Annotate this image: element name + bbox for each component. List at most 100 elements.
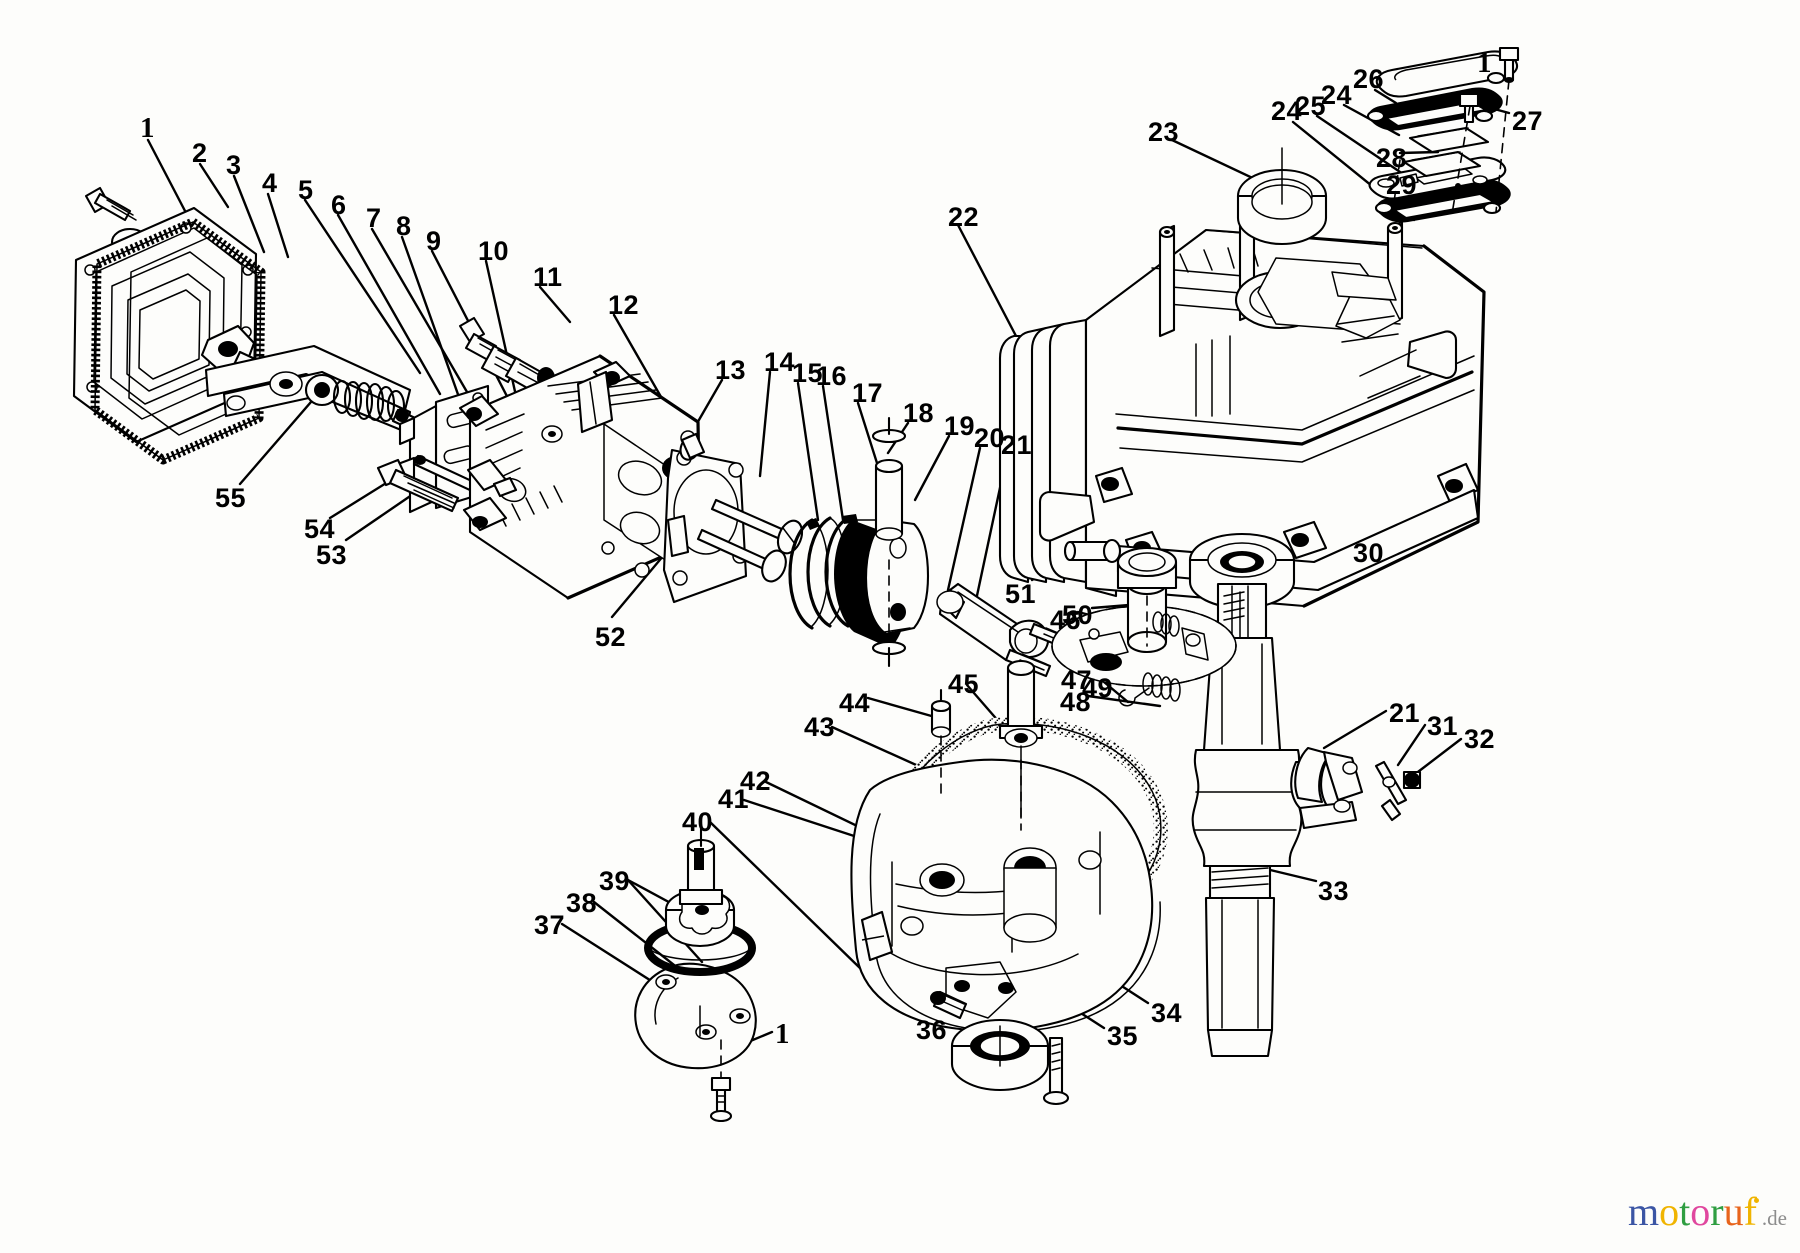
callout-number: 12 — [608, 290, 640, 320]
callout-number: 14 — [764, 347, 796, 377]
callout-number: 20 — [974, 423, 1006, 453]
callout-number: 49 — [1082, 673, 1114, 703]
callout-number: 51 — [1005, 579, 1037, 609]
callout-number: 1 — [775, 1018, 790, 1050]
callout-number: 50 — [1062, 600, 1094, 630]
callout-number: 3 — [226, 150, 242, 180]
callout-number: 9 — [426, 226, 442, 256]
screw-53 — [376, 458, 460, 513]
crankcase-cover-42 — [850, 758, 1161, 1092]
callout-number: 39 — [599, 866, 631, 896]
governor-spring-48 — [1152, 611, 1180, 637]
watermark-dot — [1753, 1198, 1759, 1203]
retaining-clip-18b — [871, 640, 907, 668]
pin-44 — [930, 688, 952, 801]
callout-number: 41 — [718, 784, 750, 814]
callout-number: 11 — [533, 262, 563, 292]
watermark-suffix: .de — [1761, 1206, 1787, 1230]
head-stud — [1158, 224, 1176, 338]
callout-number: 43 — [804, 712, 836, 742]
callout-number: 37 — [534, 910, 566, 940]
callout-number: 8 — [396, 211, 412, 241]
watermark-letter: m — [1628, 1189, 1660, 1234]
callout-number: 13 — [715, 355, 747, 385]
drain-plug-36 — [930, 990, 968, 1020]
callout-number: 31 — [1427, 711, 1459, 741]
piston-rings-16 — [788, 514, 858, 630]
callout-number: 27 — [1512, 106, 1544, 136]
callout-number: 1 — [1477, 47, 1492, 79]
screw-1-top — [1498, 46, 1520, 83]
alignment-dashes — [888, 559, 1148, 831]
screw-1-bottom — [709, 1039, 733, 1123]
governor-bracket-21 — [1290, 746, 1364, 830]
callout-number: 46 — [1050, 605, 1082, 635]
callout-number: 53 — [316, 540, 348, 570]
watermark-letter: o — [1659, 1189, 1680, 1234]
callout-number: 24 — [1321, 80, 1353, 110]
watermark-letter: f — [1743, 1189, 1757, 1234]
watermark-logo: motoruf.de — [1628, 1192, 1787, 1232]
callout-number: 21 — [1001, 430, 1033, 460]
cover-26 — [1375, 50, 1519, 98]
callout-number: 21 — [1389, 698, 1421, 728]
callout-number: 26 — [1353, 64, 1385, 94]
spring-7 — [332, 379, 406, 423]
watermark-letter: u — [1723, 1189, 1744, 1234]
reed-plate-28 — [1408, 126, 1490, 154]
watermark-letter: o — [1690, 1189, 1711, 1234]
pump-shaft-39b — [678, 822, 724, 906]
bolt-1 — [84, 186, 137, 222]
callout-number: 18 — [903, 398, 935, 428]
callout-number: 33 — [1318, 876, 1350, 906]
washer-6b — [304, 373, 340, 407]
governor-clip-32 — [1402, 770, 1422, 790]
watermark-letter: t — [1679, 1189, 1691, 1234]
connecting-rod-20 — [936, 582, 1050, 662]
callout-number: 10 — [478, 236, 510, 266]
callout-number: 32 — [1464, 724, 1496, 754]
callout-number: 28 — [1376, 143, 1408, 173]
spacer-23 — [1236, 147, 1328, 246]
callout-number: 25 — [1295, 91, 1327, 121]
callout-number: 6 — [331, 190, 347, 220]
callout-number: 47 — [1061, 665, 1093, 695]
callout-number: 48 — [1060, 687, 1092, 717]
air-cleaner-assembly — [72, 186, 536, 520]
callout-number: 54 — [304, 514, 336, 544]
callout-number: 2 — [192, 138, 208, 168]
pump-body-37 — [634, 962, 757, 1070]
callout-number: 16 — [816, 361, 848, 391]
valve-15 — [696, 528, 787, 583]
callout-number: 19 — [944, 411, 976, 441]
callout-number: 35 — [1107, 1021, 1139, 1051]
callout-number: 38 — [566, 888, 598, 918]
callout-number: 22 — [948, 202, 980, 232]
callout-number: 7 — [366, 203, 382, 233]
crankshaft-assembly — [1051, 532, 1422, 1058]
governor-link-31 — [1374, 760, 1408, 822]
dowel-13 — [679, 432, 706, 461]
callout-number: 15 — [792, 358, 824, 388]
callout-number: 4 — [262, 168, 278, 198]
oil-pump-assembly — [634, 822, 757, 1123]
callout-number: 23 — [1148, 117, 1180, 147]
bolt-35 — [1042, 1036, 1070, 1106]
crankcase-cover-assembly — [850, 659, 1168, 1106]
callout-number: 24 — [1271, 96, 1303, 126]
callout-number: 55 — [215, 483, 247, 513]
head-gasket-52 — [662, 448, 748, 604]
retaining-clip-18 — [871, 416, 907, 444]
callout-number: 36 — [916, 1015, 948, 1045]
callout-number: 1 — [140, 112, 155, 144]
main-bearing-30 — [1188, 532, 1296, 610]
callout-number: 45 — [948, 669, 980, 699]
callout-number: 42 — [740, 766, 772, 796]
cylinder-head-assembly — [458, 316, 748, 604]
gasket-24-lower — [1374, 179, 1511, 223]
wrist-pin-19 — [874, 458, 904, 541]
governor-shaft-47 — [998, 659, 1044, 819]
carburetor-cover-stack — [1236, 46, 1520, 246]
